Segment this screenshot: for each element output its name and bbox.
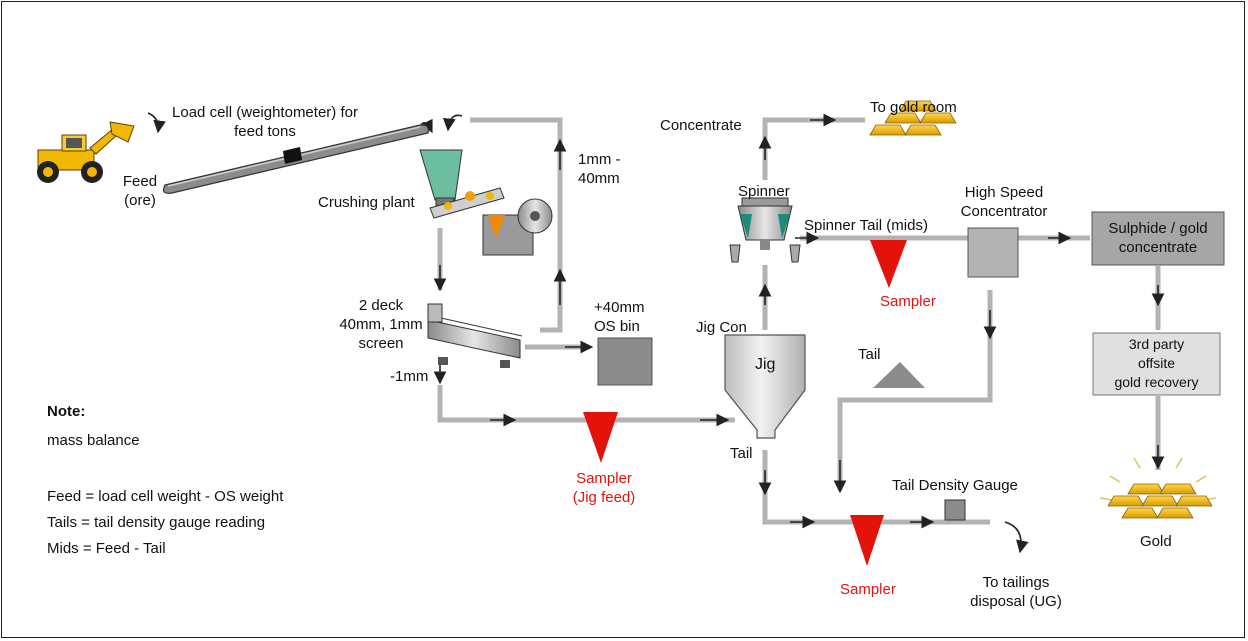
feed-label: Feed (ore) xyxy=(122,173,158,209)
sampler-jig-feed-icon xyxy=(583,412,618,463)
gold-label: Gold xyxy=(1140,533,1172,550)
sampler-bottom-icon xyxy=(850,515,884,566)
note-line-3: Mids = Feed - Tail xyxy=(47,540,166,557)
tail-jig-label: Tail xyxy=(730,445,753,462)
spinner-label: Spinner xyxy=(738,183,790,200)
load-cell-icon xyxy=(283,147,302,164)
concentrate-line xyxy=(762,117,865,180)
third-party-box xyxy=(1092,332,1221,396)
note-line-1: Feed = load cell weight - OS weight xyxy=(47,488,284,505)
note-line-2: Tails = tail density gauge reading xyxy=(47,514,266,531)
arrow-tailings xyxy=(1004,521,1029,554)
tailings-disposal-label: To tailings disposal (UG) xyxy=(970,574,1062,610)
hsc-label: High Speed Concentrator xyxy=(960,184,1048,220)
spinner-tail-label: Spinner Tail (mids) xyxy=(804,217,928,234)
flow-lines xyxy=(437,117,1161,525)
third-party-label: 3rd party offsite gold recovery xyxy=(1114,336,1199,390)
concentrate-label: Concentrate xyxy=(660,117,742,134)
hsc-box xyxy=(967,227,1019,278)
tail-pile-icon xyxy=(873,362,925,388)
minus-1mm-label: -1mm xyxy=(390,368,429,385)
conveyor-belt xyxy=(162,124,429,194)
front-loader-icon xyxy=(37,121,135,183)
screen-size-label: 1mm - 40mm xyxy=(578,151,621,187)
os-bin-label: +40mm OS bin xyxy=(594,299,645,335)
arrow-loader xyxy=(147,112,166,134)
jig-feed-line xyxy=(437,385,735,423)
sampler-jig-feed-label: Sampler (Jig feed) xyxy=(572,470,636,506)
two-deck-label: 2 deck 40mm, 1mm screen xyxy=(339,297,423,352)
sampler-mid-icon xyxy=(870,240,907,288)
note-subtitle: mass balance xyxy=(47,432,140,449)
arrow-crusher-in-2 xyxy=(442,114,463,132)
sampler-mid-label: Sampler xyxy=(880,293,936,310)
os-bin-box xyxy=(597,337,653,386)
screen-deck-icon xyxy=(427,303,523,368)
return-line xyxy=(470,117,563,333)
to-gold-room-label: To gold room xyxy=(870,99,957,116)
sampler-bottom-label: Sampler xyxy=(840,581,896,598)
load-cell-label: Load cell (weightometer) for feed tons xyxy=(172,104,358,140)
hsc-tail-line xyxy=(837,290,993,490)
sulphide-box xyxy=(1091,211,1225,266)
tail-pile-label: Tail xyxy=(858,346,881,363)
crushing-plant-label: Crushing plant xyxy=(318,194,415,211)
tail-density-gauge-icon xyxy=(944,499,966,521)
sulphide-label: Sulphide / gold concentrate xyxy=(1108,220,1208,256)
spinner-icon xyxy=(729,197,801,263)
tail-density-gauge-label: Tail Density Gauge xyxy=(892,477,1018,494)
gold-bars-icon xyxy=(1099,457,1217,519)
jig-label: Jig xyxy=(755,356,776,373)
jig-con-label: Jig Con xyxy=(696,319,747,336)
jig-vessel xyxy=(724,334,806,439)
crushing-plant-icon xyxy=(419,149,553,256)
note-title: Note: xyxy=(47,403,86,420)
